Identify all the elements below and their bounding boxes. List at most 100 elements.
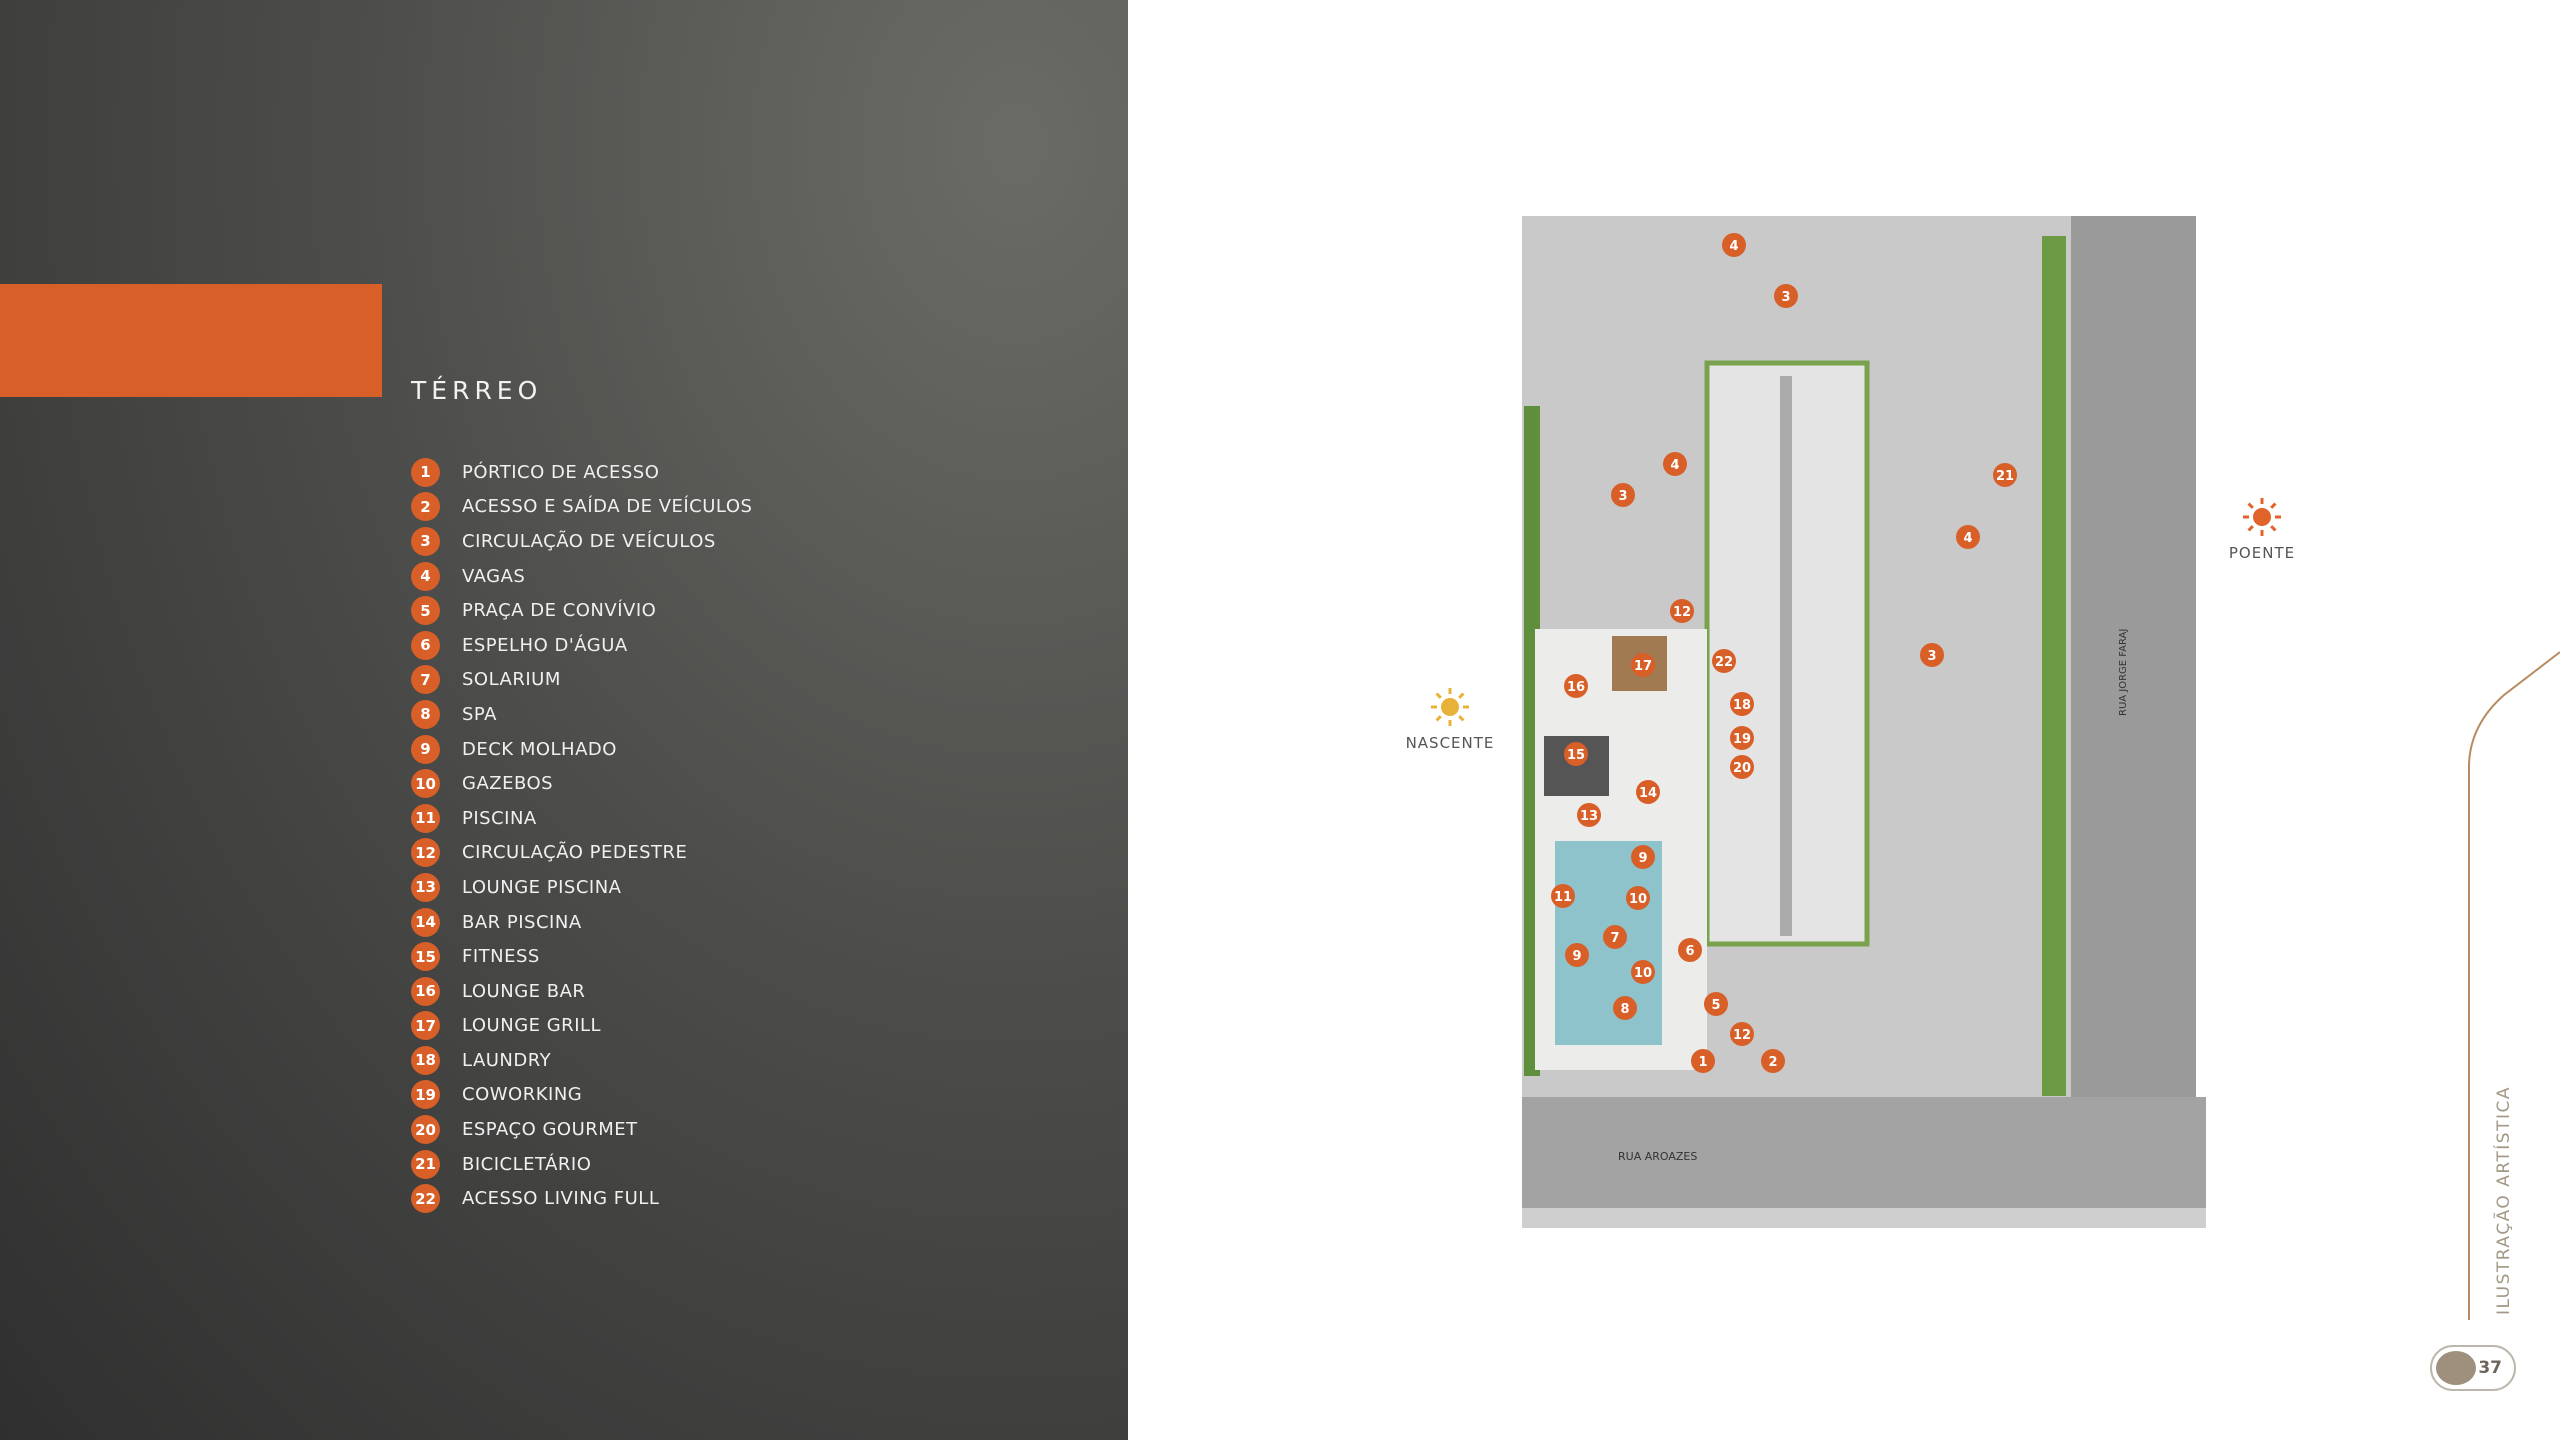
legend-item: 1 PÓRTICO DE ACESSO — [411, 455, 752, 490]
legend-label: FITNESS — [462, 946, 540, 968]
legend-label: ACESSO E SAÍDA DE VEÍCULOS — [462, 496, 753, 518]
marker-circle — [1564, 742, 1588, 766]
legend-number-badge: 4 — [411, 561, 440, 591]
marker-number: 4 — [1670, 458, 1679, 473]
legend-item: 3 CIRCULAÇÃO DE VEÍCULOS — [411, 524, 752, 559]
plan-marker: 17 — [1631, 653, 1655, 677]
plan-marker: 9 — [1565, 943, 1589, 967]
legend-label: SPA — [462, 703, 497, 725]
marker-circle — [1565, 943, 1589, 967]
plan-marker: 4 — [1663, 452, 1687, 476]
legend-number-badge: 1 — [411, 457, 440, 487]
marker-circle — [1631, 653, 1655, 677]
marker-number: 15 — [1567, 748, 1585, 763]
marker-circle — [1631, 960, 1655, 984]
legend-item: 16 LOUNGE BAR — [411, 974, 752, 1009]
street-label-right: RUA JORGE FARAJ — [2118, 629, 2129, 716]
marker-number: 17 — [1634, 659, 1652, 674]
marker-number: 13 — [1580, 809, 1598, 824]
marker-circle — [1611, 483, 1635, 507]
plan-marker: 22 — [1712, 649, 1736, 673]
plan-marker: 3 — [1774, 284, 1798, 308]
marker-circle — [1603, 925, 1627, 949]
plan-marker: 8 — [1613, 996, 1637, 1020]
legend-label: PÓRTICO DE ACESSO — [462, 461, 660, 483]
legend-number-badge: 11 — [411, 803, 440, 833]
marker-number: 6 — [1685, 944, 1694, 959]
legend-number-badge: 22 — [411, 1184, 440, 1214]
plan-marker: 15 — [1564, 742, 1588, 766]
legend-number-badge: 7 — [411, 665, 440, 695]
street-label-bottom: RUA AROAZES — [1618, 1150, 1697, 1163]
marker-number: 10 — [1629, 892, 1647, 907]
plan-marker: 6 — [1678, 938, 1702, 962]
page-title: TÉRREO — [411, 376, 543, 405]
marker-circle — [1722, 233, 1746, 257]
decorative-line — [2468, 651, 2560, 1320]
plan-marker: 20 — [1730, 755, 1754, 779]
plan-marker: 13 — [1577, 803, 1601, 827]
marker-circle — [1704, 992, 1728, 1016]
marker-circle — [1956, 525, 1980, 549]
legend-number-badge: 3 — [411, 526, 440, 556]
plan-marker: 4 — [1956, 525, 1980, 549]
marker-number: 11 — [1554, 890, 1572, 905]
legend-item: 8 SPA — [411, 697, 752, 732]
sun-icon — [2243, 498, 2281, 536]
road-bottom — [1522, 1097, 2206, 1208]
legend-number-badge: 13 — [411, 872, 440, 902]
artistic-illustration-note: ILUSTRAÇÃO ARTÍSTICA — [2494, 1086, 2514, 1315]
legend-label: ESPELHO D'ÁGUA — [462, 634, 628, 656]
legend-label: VAGAS — [462, 565, 526, 587]
marker-number: 3 — [1618, 489, 1627, 504]
marker-number: 19 — [1733, 732, 1751, 747]
marker-circle — [1730, 692, 1754, 716]
plan-marker: 10 — [1631, 960, 1655, 984]
plan-marker: 11 — [1551, 884, 1575, 908]
marker-circle — [1626, 886, 1650, 910]
compass-east-label: NASCENTE — [1405, 734, 1495, 752]
legend-number-badge: 8 — [411, 699, 440, 729]
marker-circle — [1993, 463, 2017, 487]
legend-item: 18 LAUNDRY — [411, 1043, 752, 1078]
compass-west: POENTE — [2207, 494, 2317, 562]
marker-number: 3 — [1927, 649, 1936, 664]
marker-circle — [1691, 1049, 1715, 1073]
plan-marker: 16 — [1564, 674, 1588, 698]
marker-circle — [1663, 452, 1687, 476]
marker-number: 14 — [1639, 786, 1657, 801]
marker-number: 12 — [1733, 1028, 1751, 1043]
green-strip-right — [2042, 236, 2066, 1096]
marker-number: 2 — [1768, 1055, 1777, 1070]
legend-label: GAZEBOS — [462, 773, 554, 795]
legend-label: CIRCULAÇÃO PEDESTRE — [462, 842, 688, 864]
page-dot — [2436, 1351, 2476, 1385]
legend-label: CIRCULAÇÃO DE VEÍCULOS — [462, 530, 716, 552]
marker-number: 18 — [1733, 698, 1751, 713]
legend-number-badge: 9 — [411, 734, 440, 764]
legend-label: LAUNDRY — [462, 1049, 552, 1071]
legend-number-badge: 18 — [411, 1045, 440, 1075]
marker-number: 5 — [1711, 998, 1720, 1013]
marker-number: 1 — [1698, 1055, 1707, 1070]
marker-number: 9 — [1572, 949, 1581, 964]
marker-number: 22 — [1715, 655, 1733, 670]
legend-number-badge: 21 — [411, 1149, 440, 1179]
marker-number: 4 — [1963, 531, 1972, 546]
legend-label: LOUNGE BAR — [462, 980, 586, 1002]
legend-number-badge: 16 — [411, 976, 440, 1006]
marker-number: 12 — [1673, 605, 1691, 620]
